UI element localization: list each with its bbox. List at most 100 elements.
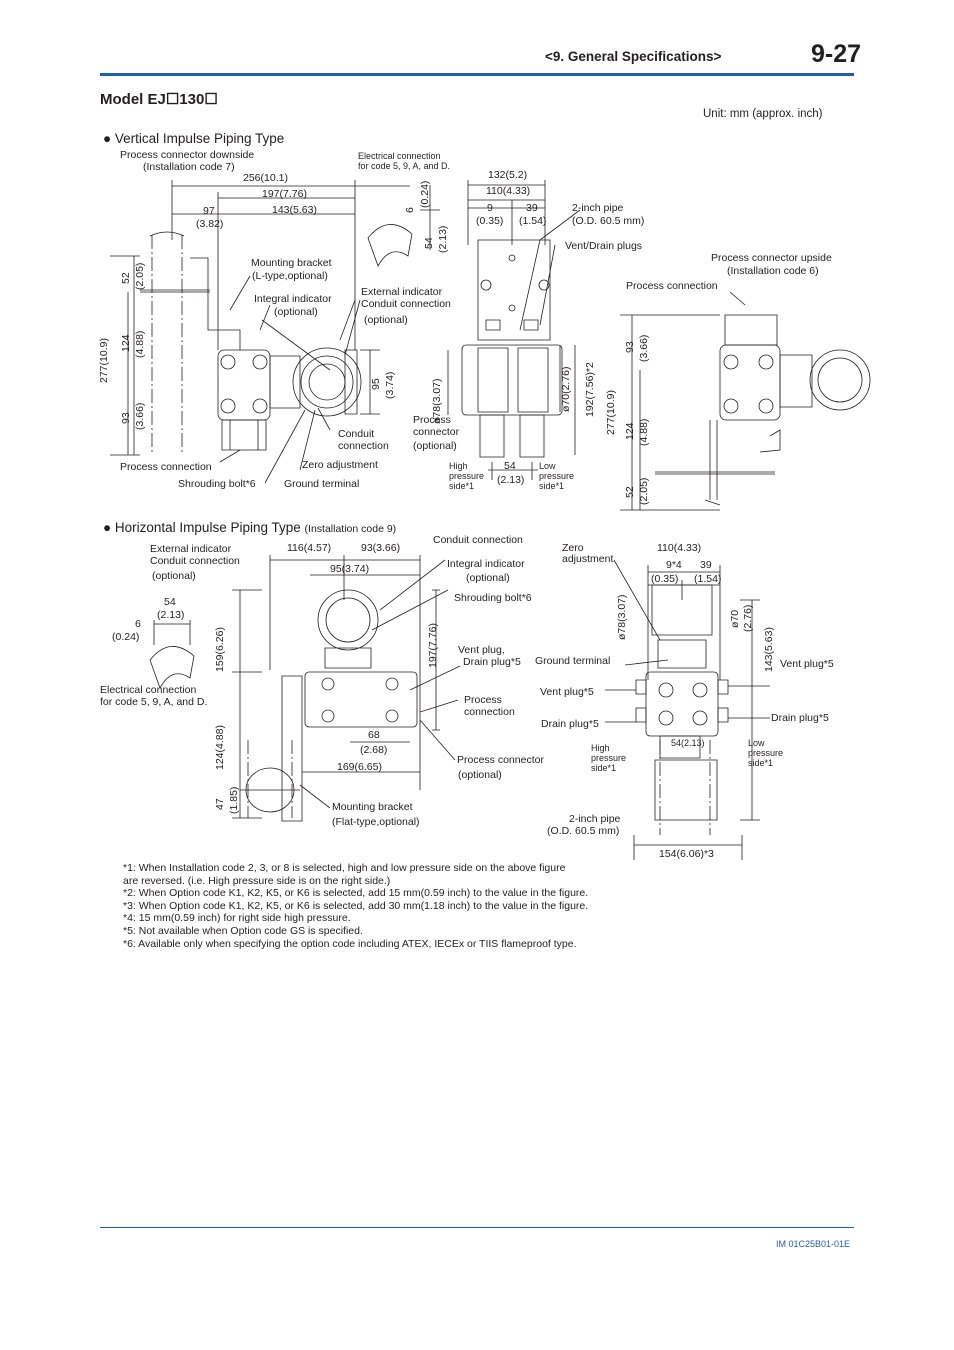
label-zero-adj: Zero adjustment [302,459,378,471]
header-rule [100,73,854,76]
dim-v124: 124 [120,334,132,352]
h-label-drain-plug: Drain plug*5 [463,656,521,668]
label-proc-conn: Process connection [120,461,212,473]
h-dim-v70: ø70 [729,609,741,628]
h-dim-v276: (2.76) [742,604,754,632]
dim-110: 110(4.33) [486,185,531,197]
h-label-pipe-od: (O.D. 60.5 mm) [547,825,620,837]
h-dim-v197: 197(7.76) [427,623,439,668]
h-label-side: side*1 [591,763,617,773]
label-pipe: 2-inch pipe [572,202,624,214]
h-dim-035: (0.35) [651,573,679,585]
dim-v93: 93 [120,412,132,424]
h-label-pipe: 2-inch pipe [569,813,621,825]
label-proc-connector2: connector [413,426,460,438]
label-conduit: Conduit [338,428,375,440]
label-proc-connector: Process [413,414,451,426]
horizontal-title-note: (Installation code 9) [304,523,397,535]
h-dim-024: (0.24) [112,631,140,643]
label-side: side*1 [449,481,475,491]
footnotes: *1: When Installation code 2, 3, or 8 is… [123,862,588,950]
horizontal-side-view [150,555,460,821]
label-mount-l: (L-type,optional) [252,270,328,282]
horizontal-front-view [605,560,770,860]
h-label-connection: connection [464,706,515,718]
vertical-front-view [448,180,580,480]
dim-213: (2.13) [497,474,525,486]
label-conduit-conn: Conduit connection [361,298,451,310]
h-label-pressure2: pressure [748,748,784,758]
label-high: High [449,461,468,471]
h-dim-169: 169(6.65) [337,761,382,773]
dim-v277: 277(10.9) [98,338,110,383]
h-label-vent-plug5r: Vent plug*5 [780,658,834,670]
h-dim-v124: 124(4.88) [214,725,226,770]
h-label-integral-ind: Integral indicator [447,558,525,570]
page-number: 9-27 [811,40,862,68]
h-label-optional: (optional) [152,570,196,582]
dim-v6: 6 [404,207,416,213]
footnote: *6: Available only when specifying the o… [123,937,577,950]
label-vent-drain: Vent/Drain plugs [565,240,643,252]
h-label-optional3: (optional) [458,769,502,781]
label-elec-conn: Electrical connection [358,151,441,161]
dim-v205: (2.05) [134,262,146,290]
h-label-vent-plug: Vent plug, [458,644,505,656]
dim-r52: 52 [624,486,636,498]
dim-v52: 52 [120,272,132,284]
h-label-conduit-conn2: Conduit connection [433,534,523,546]
dim-035: (0.35) [476,215,504,227]
dim-v54: 54 [423,237,435,249]
label-elec-code: for code 5, 9, A, and D. [358,161,451,171]
label-integral-ind: Integral indicator [254,293,332,305]
label-shroud: Shrouding bolt*6 [178,478,256,490]
h-label-pressure: pressure [591,753,627,763]
dim-154: (1.54) [519,215,547,227]
h-label-optional2: (optional) [466,572,510,584]
h-label-mount-bracket: Mounting bracket [332,801,413,813]
dim-r488: (4.88) [638,418,650,446]
vertical-title: ● Vertical Impulse Piping Type [103,131,285,146]
label-mount-bracket: Mounting bracket [251,257,332,269]
h-label-high: High [591,743,610,753]
h-dim-116: 116(4.57) [287,542,332,554]
footnote: *5: Not available when Option code GS is… [123,924,363,937]
footnote: are reversed. (i.e. High pressure side i… [123,874,391,887]
footnote: *4: 15 mm(0.59 inch) for right side high… [123,912,351,925]
h-dim-93: 93(3.66) [361,542,401,554]
h-dim-6: 6 [135,618,141,630]
label-proc-upside: Process connector upside [711,252,832,264]
h-label-side2: side*1 [748,758,774,768]
footnote: *1: When Installation code 2, 3, or 8 is… [123,862,566,874]
h-label-adjustment: adjustment [562,553,614,565]
h-dim-54: 54 [164,596,176,608]
h-label-process: Process [464,694,502,706]
h-label-mount-flat: (Flat-type,optional) [332,816,420,828]
dim-9: 9 [487,202,493,214]
h-dim-39: 39 [700,559,712,571]
dim-143: 143(5.63) [272,204,317,216]
label-ext-ind: External indicator [361,286,443,298]
dim-v366: (3.66) [134,402,146,430]
document-id: IM 01C25B01-01E [776,1239,851,1249]
dim-382: (3.82) [196,218,224,230]
h-label-ext-ind: External indicator [150,543,232,555]
dim-v488: (4.88) [134,330,146,358]
section-title: <9. General Specifications> [545,49,722,64]
h-label-vent-plug5: Vent plug*5 [540,686,594,698]
footer-rule [100,1227,854,1228]
label-proc-downside: Process connector downside [120,149,255,161]
label-optional: (optional) [274,306,318,318]
h-label-low: Low [748,738,765,748]
dim-r93: 93 [624,341,636,353]
h-label-shroud: Shrouding bolt*6 [454,592,532,604]
h-dim-268: (2.68) [360,744,388,756]
h-label-elec-conn: Electrical connection [100,684,197,696]
h-label-drain-plug5r: Drain plug*5 [771,712,829,724]
h-dim-v185: (1.85) [228,786,240,814]
horizontal-title-text: ● Horizontal Impulse Piping Type [103,520,301,535]
dim-v024: (0.24) [419,180,431,208]
dim-v70: ø70(2.76) [560,366,572,412]
h-dim-9: 9*4 [666,559,682,571]
